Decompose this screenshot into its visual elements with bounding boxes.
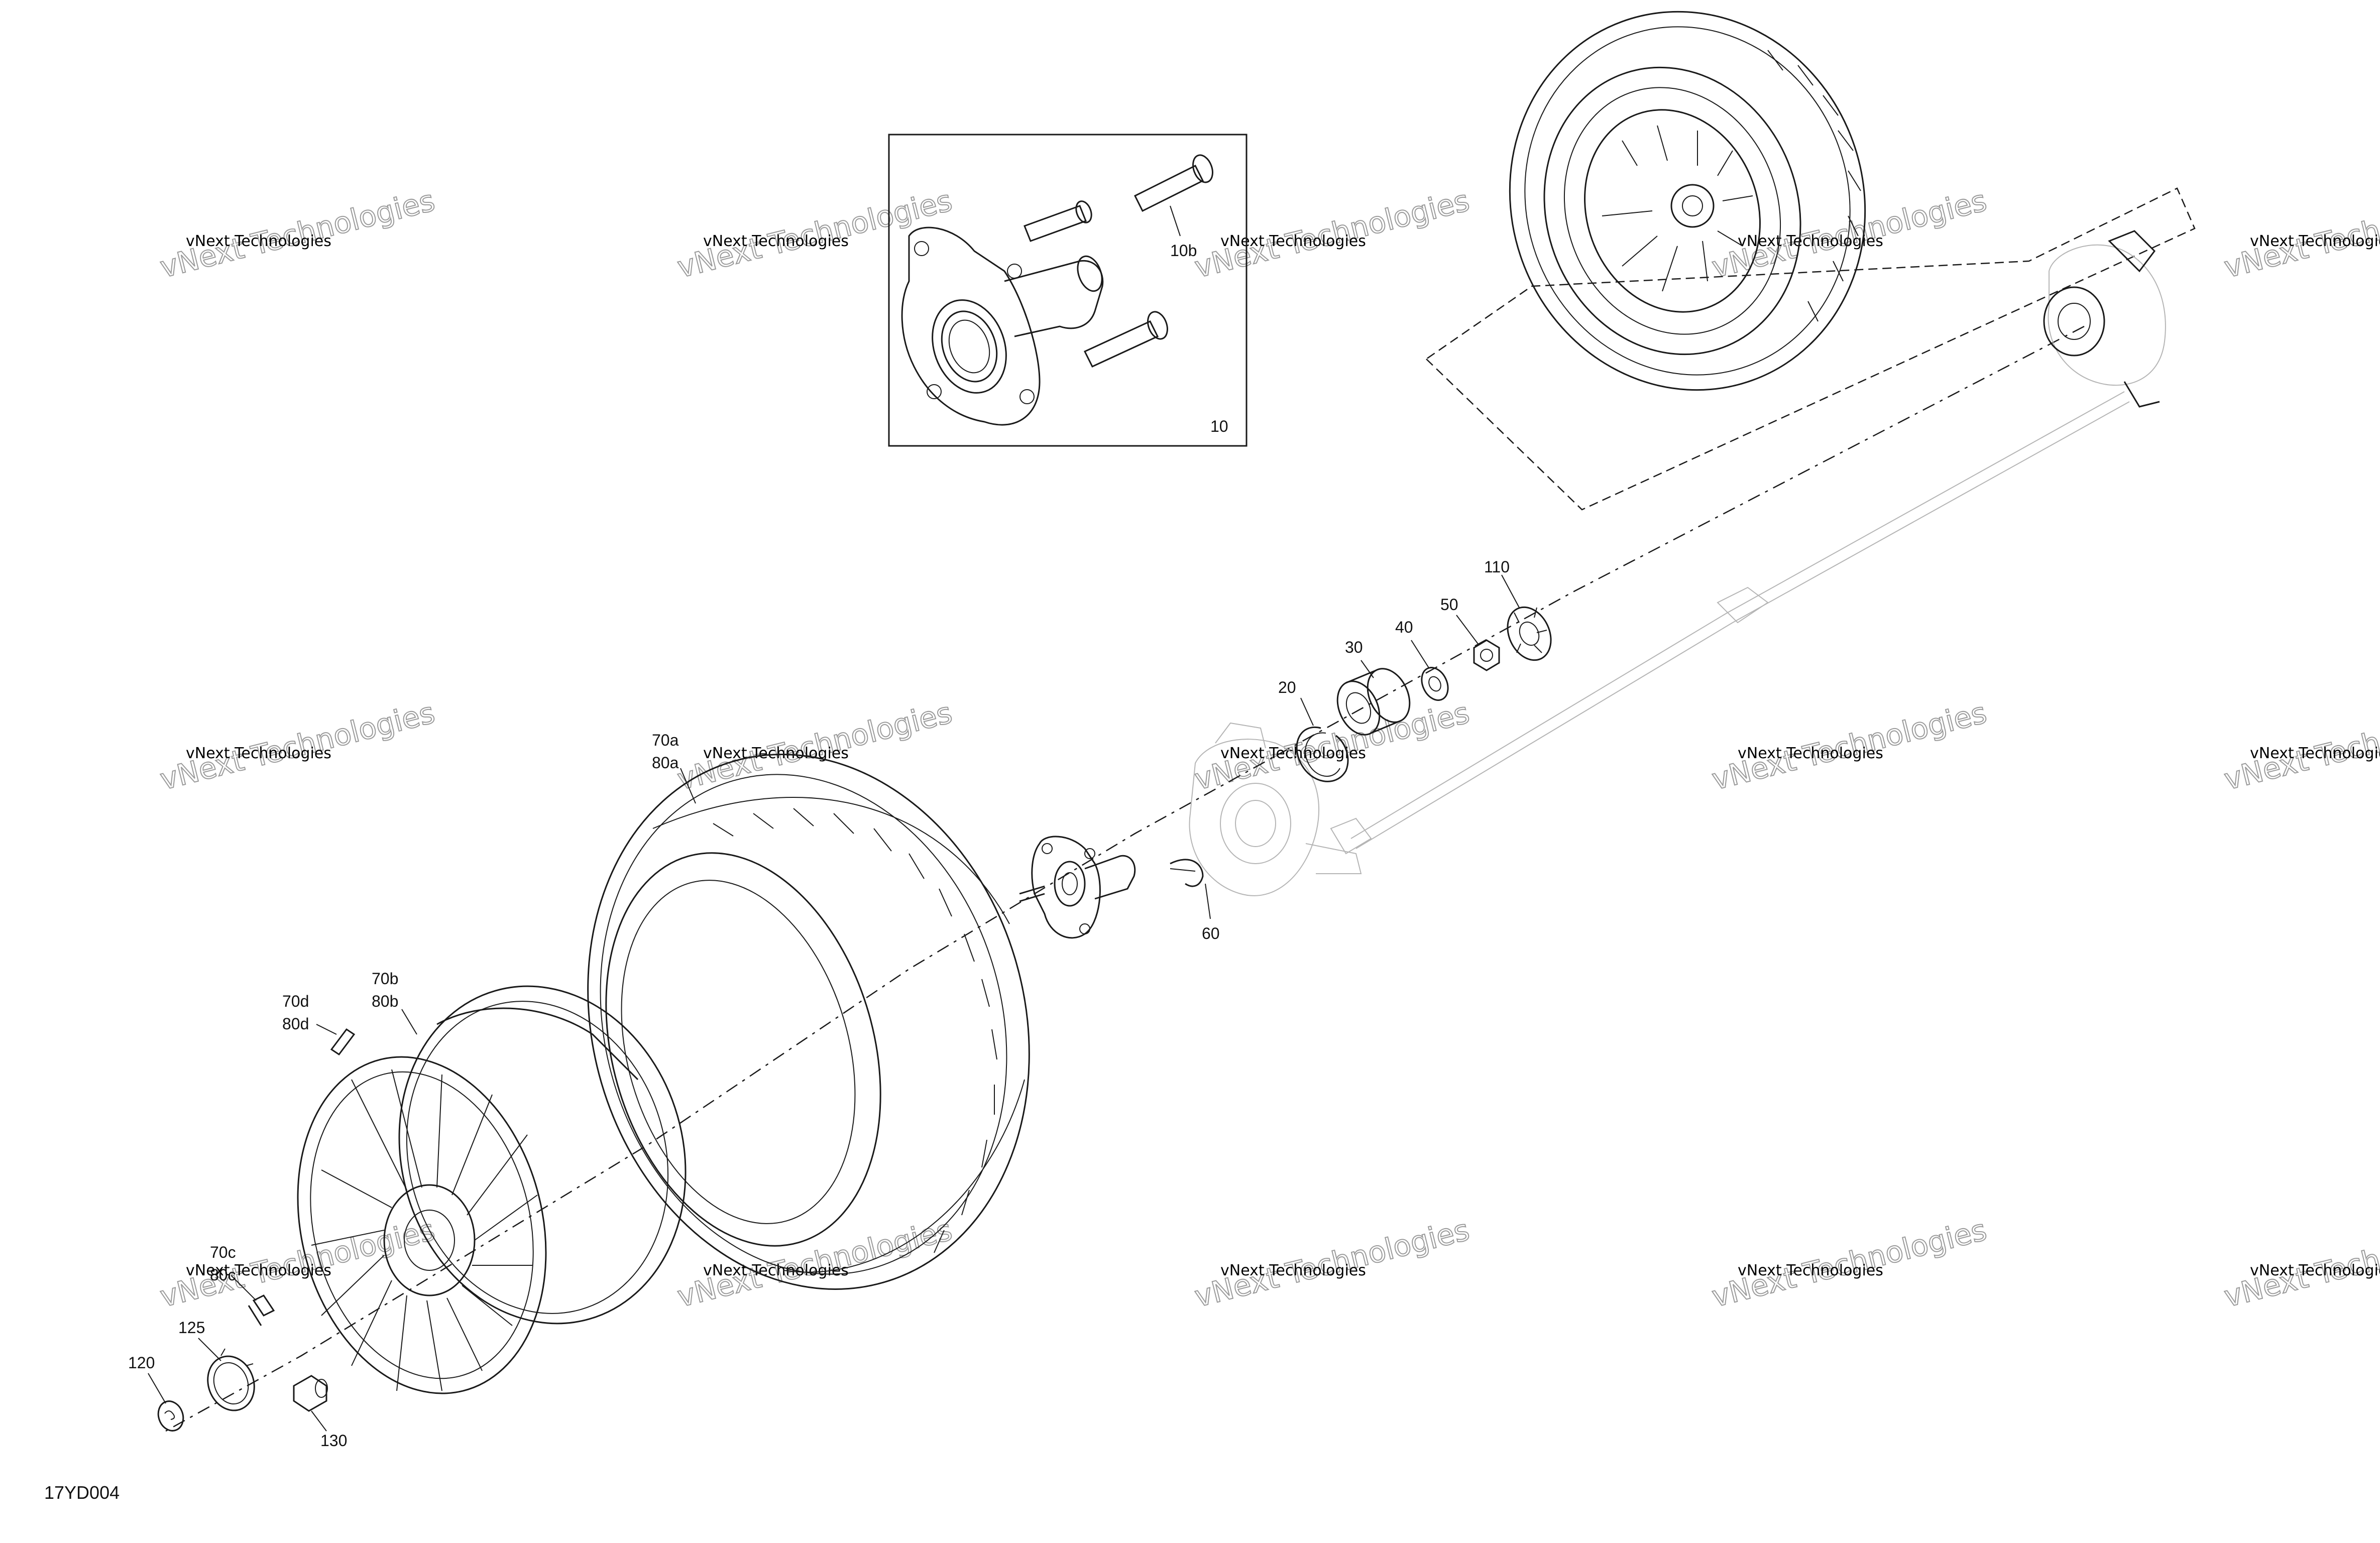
watermark: vNext Technologies vNext Technologies [2220, 695, 2380, 797]
label-20: 20 [1278, 678, 1296, 696]
watermark-text: vNext Technologies [186, 745, 331, 762]
part-70a-tire [587, 754, 1030, 1290]
tie-rod-drawing [1330, 391, 2130, 855]
leader-130 [311, 1410, 327, 1432]
watermark: vNext Technologies vNext Technologies [156, 183, 438, 285]
label-40: 40 [1395, 618, 1413, 636]
leader-70a [680, 768, 696, 804]
label-30: 30 [1345, 638, 1363, 656]
leader-60 [1205, 883, 1211, 919]
leader-10b [1170, 205, 1181, 236]
part-30-bearing [1336, 668, 1411, 736]
watermark: vNext Technologies vNext Technologies [1191, 183, 1473, 285]
part-60-cotter-pin [1170, 859, 1204, 887]
assembled-wheel-drawing [1509, 11, 1866, 391]
label-60: 60 [1202, 924, 1220, 942]
rim-spokes [311, 1069, 538, 1391]
part-70c-valve [248, 1294, 275, 1326]
hub-detail-box: 10b 10 [888, 134, 1248, 447]
label-70d: 70d [282, 992, 309, 1010]
part-40-washer [1421, 667, 1449, 701]
leader-40 [1411, 640, 1429, 668]
watermark-text: vNext Technologies [703, 232, 849, 250]
part-70d-wheel-weight [330, 1028, 356, 1056]
leader-30 [1361, 660, 1374, 678]
watermark: vNext Technologies vNext Technologies [2220, 1212, 2380, 1315]
leader-70c [231, 1275, 257, 1301]
part-10-hub [1019, 836, 1136, 939]
assembled-view [1425, 11, 2196, 511]
part-110-nut [1507, 606, 1552, 661]
stud-drawing [1024, 154, 1213, 368]
assembled-view-boundary [1425, 187, 2196, 511]
label-80c: 80c [210, 1266, 236, 1284]
label-70c: 70c [210, 1243, 236, 1261]
label-125: 125 [178, 1319, 205, 1337]
label-80d: 80d [282, 1015, 309, 1033]
label-130: 130 [320, 1432, 347, 1450]
part-50-nut [1473, 639, 1500, 671]
detail-frame [888, 134, 1248, 447]
watermark-text: vNext Technologies [186, 232, 331, 250]
watermark-text: vNext Technologies [1220, 232, 1366, 250]
leader-120 [148, 1373, 166, 1404]
watermark-text: vNext Technologies [1738, 1262, 1883, 1279]
part-20-snap-ring [1296, 727, 1349, 782]
leader-125 [198, 1338, 221, 1361]
leader-50 [1456, 615, 1480, 646]
label-50: 50 [1440, 596, 1458, 614]
label-10b: 10b [1170, 242, 1197, 260]
watermark: vNext Technologies vNext Technologies [1708, 695, 1990, 797]
drawing-code: 17YD004 [44, 1482, 120, 1503]
watermark: vNext Technologies vNext Technologies [1191, 1212, 1473, 1315]
watermark-text: vNext Technologies [1738, 232, 1883, 250]
watermark-text: vNext Technologies [703, 1262, 849, 1279]
label-10: 10 [1210, 417, 1228, 435]
assembled-knuckle-drawing [2043, 230, 2166, 408]
watermark-text: vNext Technologies [2250, 232, 2380, 250]
watermark: vNext Technologies vNext Technologies [156, 695, 438, 797]
tire-tread-marks [713, 808, 997, 1253]
label-110: 110 [1484, 558, 1510, 576]
label-70a: 70a [652, 731, 679, 749]
watermark-text: vNext Technologies [1738, 745, 1883, 762]
part-70b-rim [297, 985, 687, 1394]
part-120-center-cap [157, 1400, 184, 1432]
leader-110 [1501, 574, 1520, 608]
part-130-lug-nut [293, 1375, 328, 1412]
knuckle-drawing [1189, 722, 1362, 896]
watermark: vNext Technologies vNext Technologies [2220, 183, 2380, 285]
watermark: vNext Technologies vNext Technologies [1708, 1212, 1990, 1315]
label-80a: 80a [652, 754, 679, 772]
watermark-text: vNext Technologies [1220, 1262, 1366, 1279]
watermark-grid: vNext Technologies vNext Technologies vN… [156, 183, 2380, 1315]
leader-70d [316, 1024, 337, 1035]
leader-20 [1300, 697, 1314, 726]
part-125-retainer [207, 1348, 255, 1411]
watermark: vNext Technologies vNext Technologies [673, 183, 956, 285]
hub-drawing [901, 154, 1213, 426]
watermark: vNext Technologies vNext Technologies [673, 695, 956, 797]
label-80b: 80b [372, 992, 398, 1010]
assembly-axis [165, 325, 2085, 1432]
leader-70b [401, 1009, 417, 1035]
label-70b: 70b [372, 970, 398, 988]
label-120: 120 [128, 1354, 155, 1372]
watermark-text: vNext Technologies [2250, 1262, 2380, 1279]
watermark-text: vNext Technologies [2250, 745, 2380, 762]
